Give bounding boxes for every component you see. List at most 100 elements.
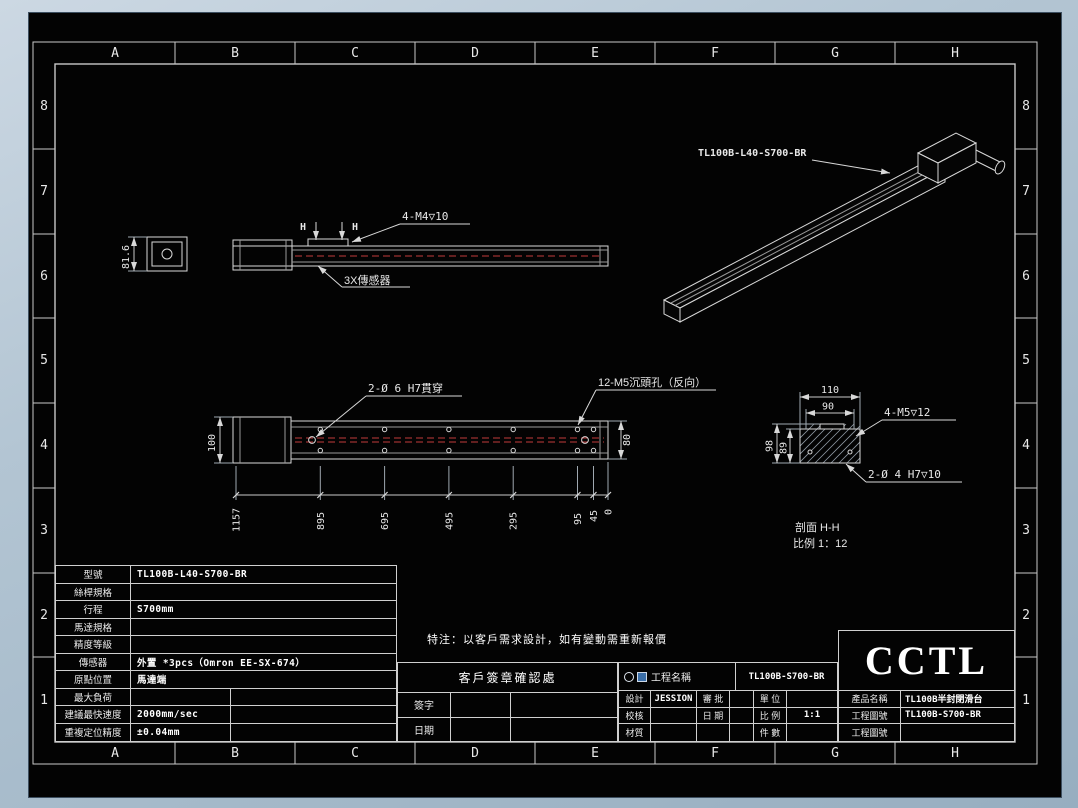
zone-number: 2 bbox=[1022, 608, 1030, 623]
section-mark-h-left: H bbox=[300, 222, 306, 233]
approve-label: 審 批 bbox=[697, 691, 730, 707]
section-view: 110 90 98 89 4-M5▽12 2-Ø 4 H7▽10 剖面 H-H … bbox=[765, 385, 962, 550]
zone-number: 8 bbox=[1022, 99, 1030, 114]
section-mark-h-right: H bbox=[352, 222, 358, 233]
zone-number: 2 bbox=[40, 608, 48, 623]
isometric-view: TL100B-L40-S700-BR bbox=[662, 132, 1006, 323]
date-label: 日 期 bbox=[697, 707, 730, 723]
dim-110: 110 bbox=[821, 385, 839, 396]
sheet-frame bbox=[32, 41, 1038, 765]
spec-label: 絲桿規格 bbox=[56, 583, 131, 600]
spec-value: ±0.04mm bbox=[131, 723, 231, 741]
zone-letter: H bbox=[951, 46, 959, 61]
date-row: 日期 bbox=[398, 717, 617, 741]
spec-value: 外置 *3pcs（Omron EE-SX-674） bbox=[137, 657, 306, 669]
drawing-sheet-background bbox=[28, 12, 1062, 798]
spec-value bbox=[131, 619, 396, 636]
side-view: H H 4-M4▽10 3X傳感器 bbox=[232, 210, 609, 288]
spec-table-row: 原點位置 馬達端 bbox=[56, 671, 396, 689]
spec-table-row: 重複定位精度 ±0.04mm bbox=[56, 723, 396, 742]
label-12-m5-counterbore: 12-M5沉頭孔（反向） bbox=[598, 375, 706, 389]
spec-label: 精度等級 bbox=[56, 636, 131, 653]
title-block-row: 材質 件 數 bbox=[619, 724, 837, 741]
dim-90: 90 bbox=[822, 402, 834, 413]
zone-number: 6 bbox=[1022, 269, 1030, 284]
spec-table-row: 最大負荷 bbox=[56, 688, 396, 706]
zone-number: 3 bbox=[40, 523, 48, 538]
material-value bbox=[651, 724, 697, 741]
zone-letter: C bbox=[351, 746, 359, 761]
dim-100: 100 bbox=[207, 434, 218, 452]
plan-view: 1157 895 695 495 295 95 45 0 100 80 2-Ø … bbox=[207, 375, 716, 532]
zone-number: 5 bbox=[1022, 353, 1030, 368]
flag-icon bbox=[637, 671, 647, 682]
drawing-number-value-2 bbox=[901, 724, 1014, 741]
check-label: 校核 bbox=[619, 707, 651, 723]
dim-chain-295: 295 bbox=[509, 512, 520, 530]
zone-number: 7 bbox=[1022, 184, 1030, 199]
project-name-value: TL100B-S700-BR bbox=[748, 671, 825, 682]
zone-labels: A B C D E F G H A B C D E F G H 8 7 6 5 … bbox=[40, 46, 1030, 761]
label-3x-sensor: 3X傳感器 bbox=[344, 274, 390, 287]
date-value bbox=[730, 707, 754, 723]
unit-value bbox=[787, 691, 837, 707]
dim-80: 80 bbox=[622, 434, 633, 446]
dim-98: 98 bbox=[765, 440, 776, 452]
spec-table-row: 絲桿規格 bbox=[56, 583, 396, 601]
spec-value bbox=[131, 688, 231, 705]
check-value bbox=[651, 707, 697, 723]
drawing-number-row: 工程圖號 TL100B-S700-BR bbox=[839, 707, 1014, 724]
spec-label: 原點位置 bbox=[56, 671, 131, 688]
title-block-row: 設計 JESSION 審 批 單 位 bbox=[619, 691, 837, 708]
signature-field bbox=[451, 693, 511, 717]
zone-letter: G bbox=[831, 746, 839, 761]
spec-label: 型號 bbox=[56, 566, 131, 583]
material-label: 材質 bbox=[619, 724, 651, 741]
zone-number: 5 bbox=[40, 353, 48, 368]
drawing-number-value: TL100B-S700-BR bbox=[905, 710, 981, 721]
design-note: 特注：以客戶需求設計，如有變動需重新報價 bbox=[427, 634, 667, 646]
spec-value-extra bbox=[231, 706, 396, 723]
spec-label: 最大負荷 bbox=[56, 688, 131, 705]
title-block: 工程名稱 TL100B-S700-BR 設計 JESSION 審 批 單 位 校… bbox=[618, 662, 838, 742]
zone-letter: F bbox=[711, 746, 719, 761]
project-name-cell: 工程名稱 bbox=[619, 663, 736, 690]
zone-number: 1 bbox=[40, 693, 48, 708]
label-2-d4-pin: 2-Ø 4 H7▽10 bbox=[868, 468, 941, 481]
spec-value: S700mm bbox=[137, 603, 174, 615]
spec-value-extra bbox=[231, 724, 396, 742]
compass-icon bbox=[624, 671, 634, 682]
design-value: JESSION bbox=[651, 691, 697, 707]
spec-value: 2000mm/sec bbox=[131, 706, 231, 723]
drawing-number-label: 工程圖號 bbox=[839, 707, 901, 723]
drawing-number-row-2: 工程圖號 bbox=[839, 724, 1014, 741]
section-scale: 比例 1：12 bbox=[793, 536, 847, 550]
product-name-row: 產品名稱 TL100B半封閉滑台 bbox=[839, 691, 1014, 708]
spec-value-extra bbox=[231, 689, 396, 706]
zone-letter: E bbox=[591, 46, 599, 61]
dim-chain-45: 45 bbox=[589, 510, 600, 522]
spec-table-row: 精度等級 bbox=[56, 636, 396, 654]
zone-number: 1 bbox=[1022, 693, 1030, 708]
spec-table-row: 傳感器 外置 *3pcs（Omron EE-SX-674） bbox=[56, 653, 396, 671]
dim-chain-495: 495 bbox=[444, 512, 455, 530]
zone-letter: F bbox=[711, 46, 719, 61]
date-field bbox=[451, 717, 511, 741]
title-block-row: 校核 日 期 比 例 1:1 bbox=[619, 707, 837, 724]
project-name-row: 工程名稱 TL100B-S700-BR bbox=[619, 663, 837, 691]
spec-value bbox=[131, 584, 396, 601]
dim-chain-0: 0 bbox=[604, 509, 615, 515]
signature-box-title: 客戶簽章確認處 bbox=[398, 663, 617, 693]
label-4-m5-tap: 4-M5▽12 bbox=[884, 406, 930, 419]
zone-letter: D bbox=[471, 746, 479, 761]
dim-height-81-6: 81.6 bbox=[121, 245, 132, 269]
blank-cell bbox=[697, 724, 730, 741]
spec-table-row: 行程 S700mm bbox=[56, 601, 396, 619]
zone-letter: C bbox=[351, 46, 359, 61]
dim-chain-1157: 1157 bbox=[232, 508, 243, 532]
drawing-number-label-2: 工程圖號 bbox=[839, 724, 901, 741]
design-label: 設計 bbox=[619, 691, 651, 707]
spec-table-row: 建議最快速度 2000mm/sec bbox=[56, 706, 396, 724]
customer-signature-box: 客戶簽章確認處 簽字 日期 bbox=[397, 662, 618, 742]
qty-value bbox=[787, 724, 837, 741]
